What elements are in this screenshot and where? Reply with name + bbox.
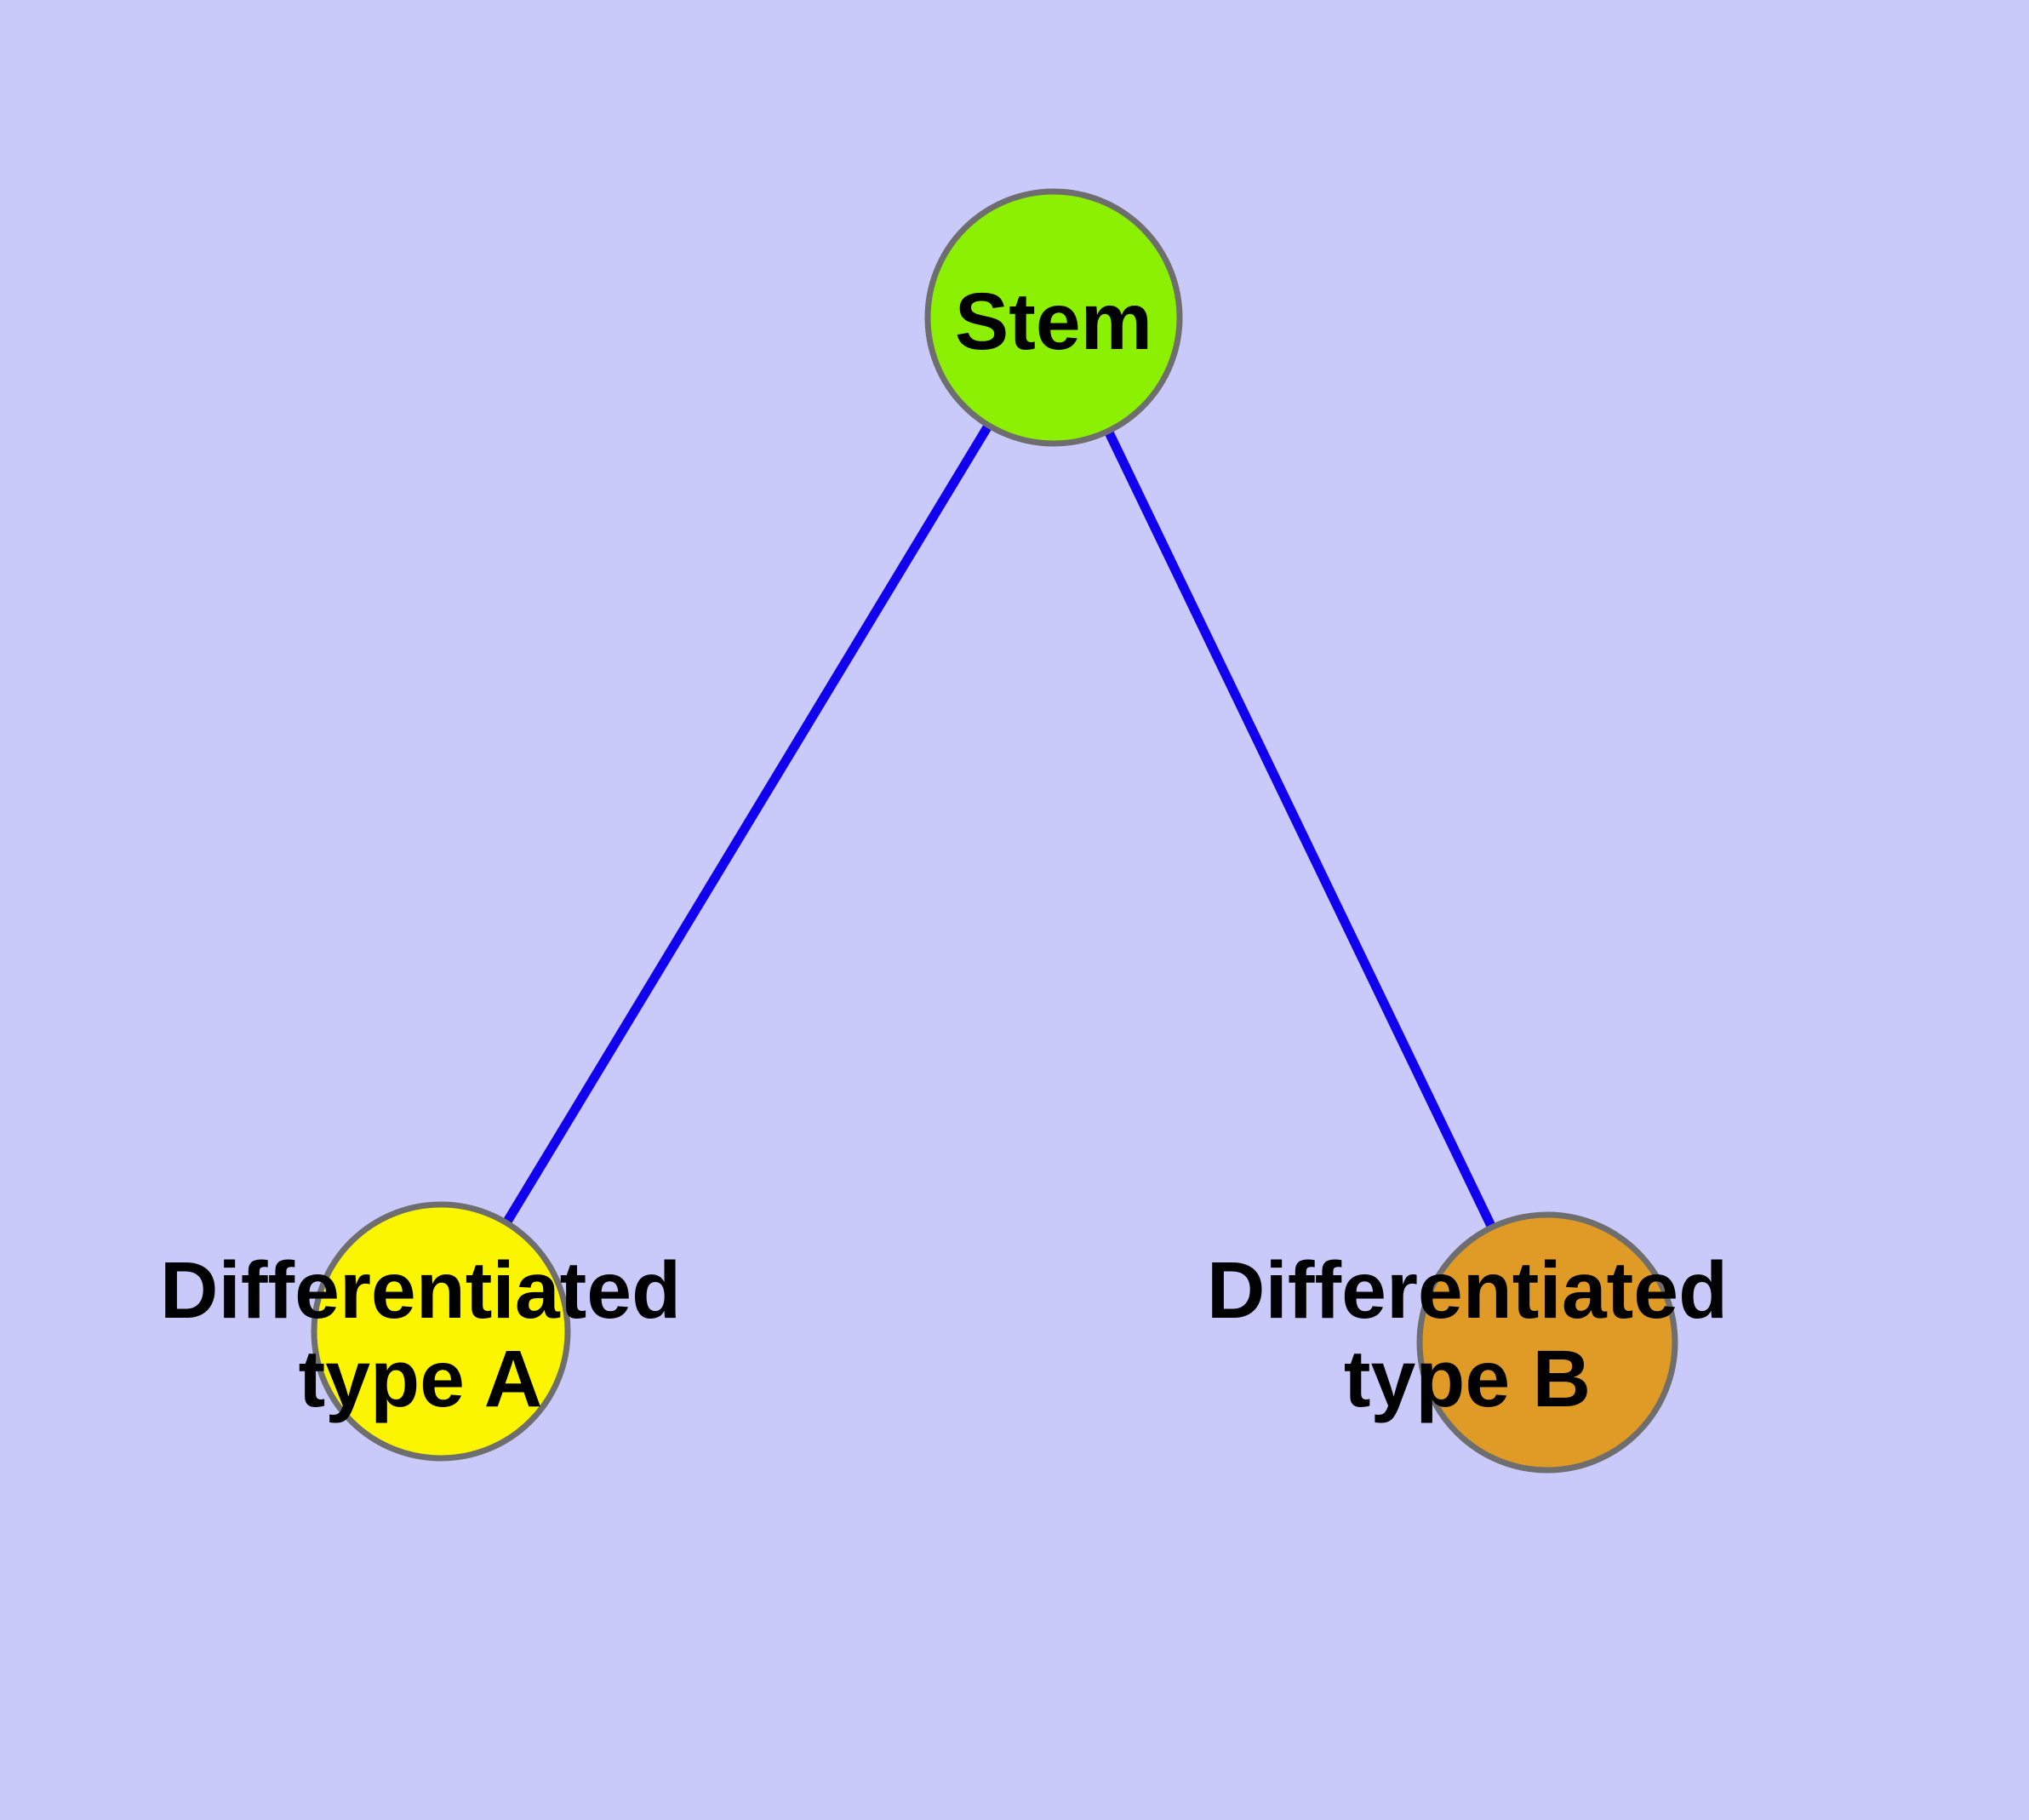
node-stem[interactable] — [924, 188, 1183, 447]
node-label-line: type A — [299, 1334, 543, 1424]
edge-stem-to-differentiated-type-b[interactable] — [1049, 315, 1552, 1345]
node-label-stem: Stem — [955, 277, 1152, 367]
node-differentiated-type-a[interactable] — [311, 1201, 571, 1462]
node-label-line: Differentiated — [1207, 1245, 1728, 1336]
edge-layer — [437, 315, 1552, 1345]
node-label-line: Stem — [955, 277, 1152, 367]
node-label-line: type B — [1344, 1334, 1591, 1424]
node-label-line: Differentiated — [160, 1245, 681, 1336]
node-layer — [311, 188, 1678, 1474]
node-differentiated-type-b[interactable] — [1416, 1211, 1678, 1474]
edge-stem-to-differentiated-type-a[interactable] — [437, 315, 1058, 1334]
